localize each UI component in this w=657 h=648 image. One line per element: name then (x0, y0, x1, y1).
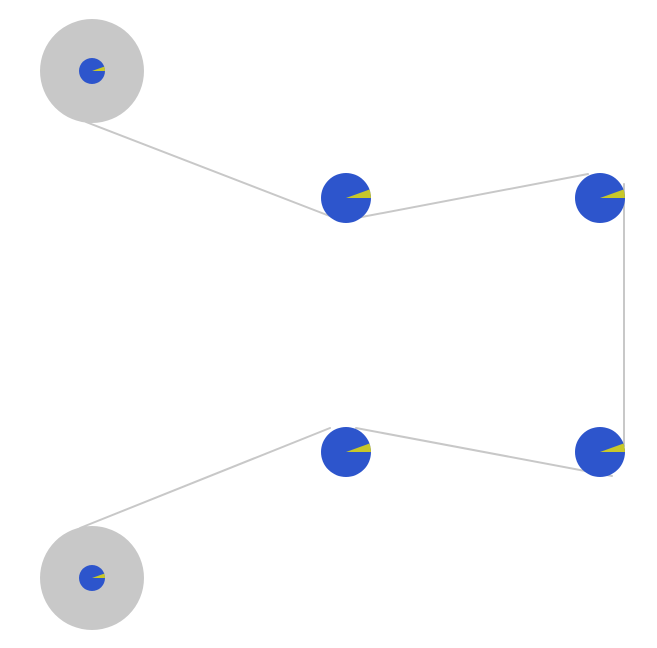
pulley-lower-middle (321, 427, 371, 477)
belt-segment-1 (85, 121, 341, 221)
belt-segment-4 (355, 427, 613, 477)
pulley-pie-slice (600, 189, 625, 198)
pulley-pie-slice (346, 443, 371, 452)
pulley-upper-middle (321, 173, 371, 223)
pulley-lower-right (575, 427, 625, 477)
belt-segment-2 (345, 173, 589, 221)
pulley-pie-slice (346, 189, 371, 198)
belt-segment-5 (79, 427, 331, 529)
pulley-pie-slice (92, 66, 105, 71)
pulley-upper-right (575, 173, 625, 223)
pulley-nodes (40, 19, 625, 630)
pulley-top-left (40, 19, 144, 123)
pulley-pie-slice (92, 573, 105, 578)
pulley-bottom-left (40, 526, 144, 630)
pulley-pie-slice (600, 443, 625, 452)
belt-segments (79, 121, 625, 529)
